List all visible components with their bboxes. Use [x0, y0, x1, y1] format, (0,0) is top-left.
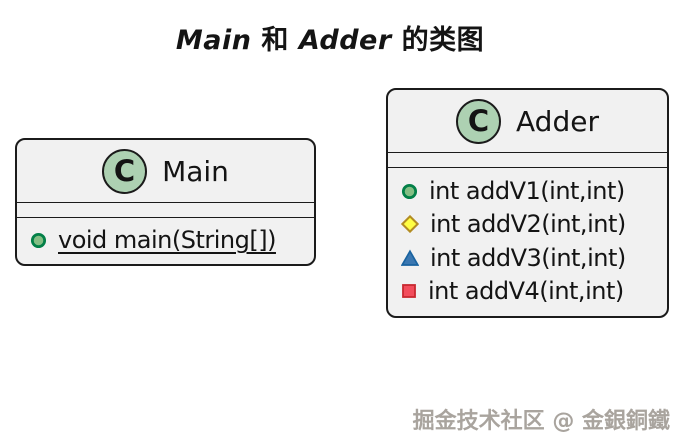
class-badge-c-icon: C	[456, 98, 502, 144]
class-box-adder: C Adder int addV1(int,int) int addV2(int…	[386, 88, 669, 318]
class-header: C Adder	[388, 90, 667, 152]
title-main-class: Main	[175, 25, 252, 56]
class-name: Main	[162, 154, 229, 188]
separator-line	[17, 217, 314, 218]
method-signature: int addV3(int,int)	[430, 243, 626, 272]
method-row: int addV2(int,int)	[401, 210, 657, 238]
fields-section-empty	[17, 203, 314, 217]
visibility-private-icon	[402, 283, 416, 298]
visibility-public-icon	[401, 183, 418, 199]
method-row: int addV4(int,int)	[401, 277, 657, 305]
class-name: Adder	[516, 104, 599, 138]
method-row: int addV1(int,int)	[401, 177, 657, 205]
title-adder-class: Adder	[298, 25, 392, 56]
diagram-title: Main 和 Adder 的类图	[0, 18, 660, 57]
visibility-protected-icon	[401, 215, 419, 234]
visibility-package-icon	[401, 249, 419, 266]
title-connector: 和	[251, 25, 299, 56]
method-signature: int addV4(int,int)	[428, 276, 624, 305]
method-signature: int addV1(int,int)	[429, 177, 625, 206]
watermark: 掘金技术社区 @ 金銀銅鐵	[412, 409, 670, 434]
method-row: int addV3(int,int)	[401, 244, 657, 272]
separator-line	[17, 202, 314, 203]
method-signature: void main(String[])	[58, 226, 276, 254]
title-suffix: 的类图	[391, 25, 485, 56]
method-row: void main(String[])	[30, 226, 304, 254]
methods-section: void main(String[])	[17, 218, 314, 264]
visibility-public-icon	[30, 232, 47, 248]
class-badge-c-icon: C	[102, 148, 148, 194]
separator-line	[388, 167, 667, 168]
methods-section: int addV1(int,int) int addV2(int,int) in…	[388, 168, 667, 316]
method-signature: int addV2(int,int)	[430, 210, 626, 239]
class-header: C Main	[17, 140, 314, 202]
separator-line	[388, 152, 667, 153]
fields-section-empty	[388, 153, 667, 167]
class-box-main: C Main void main(String[])	[15, 138, 316, 266]
